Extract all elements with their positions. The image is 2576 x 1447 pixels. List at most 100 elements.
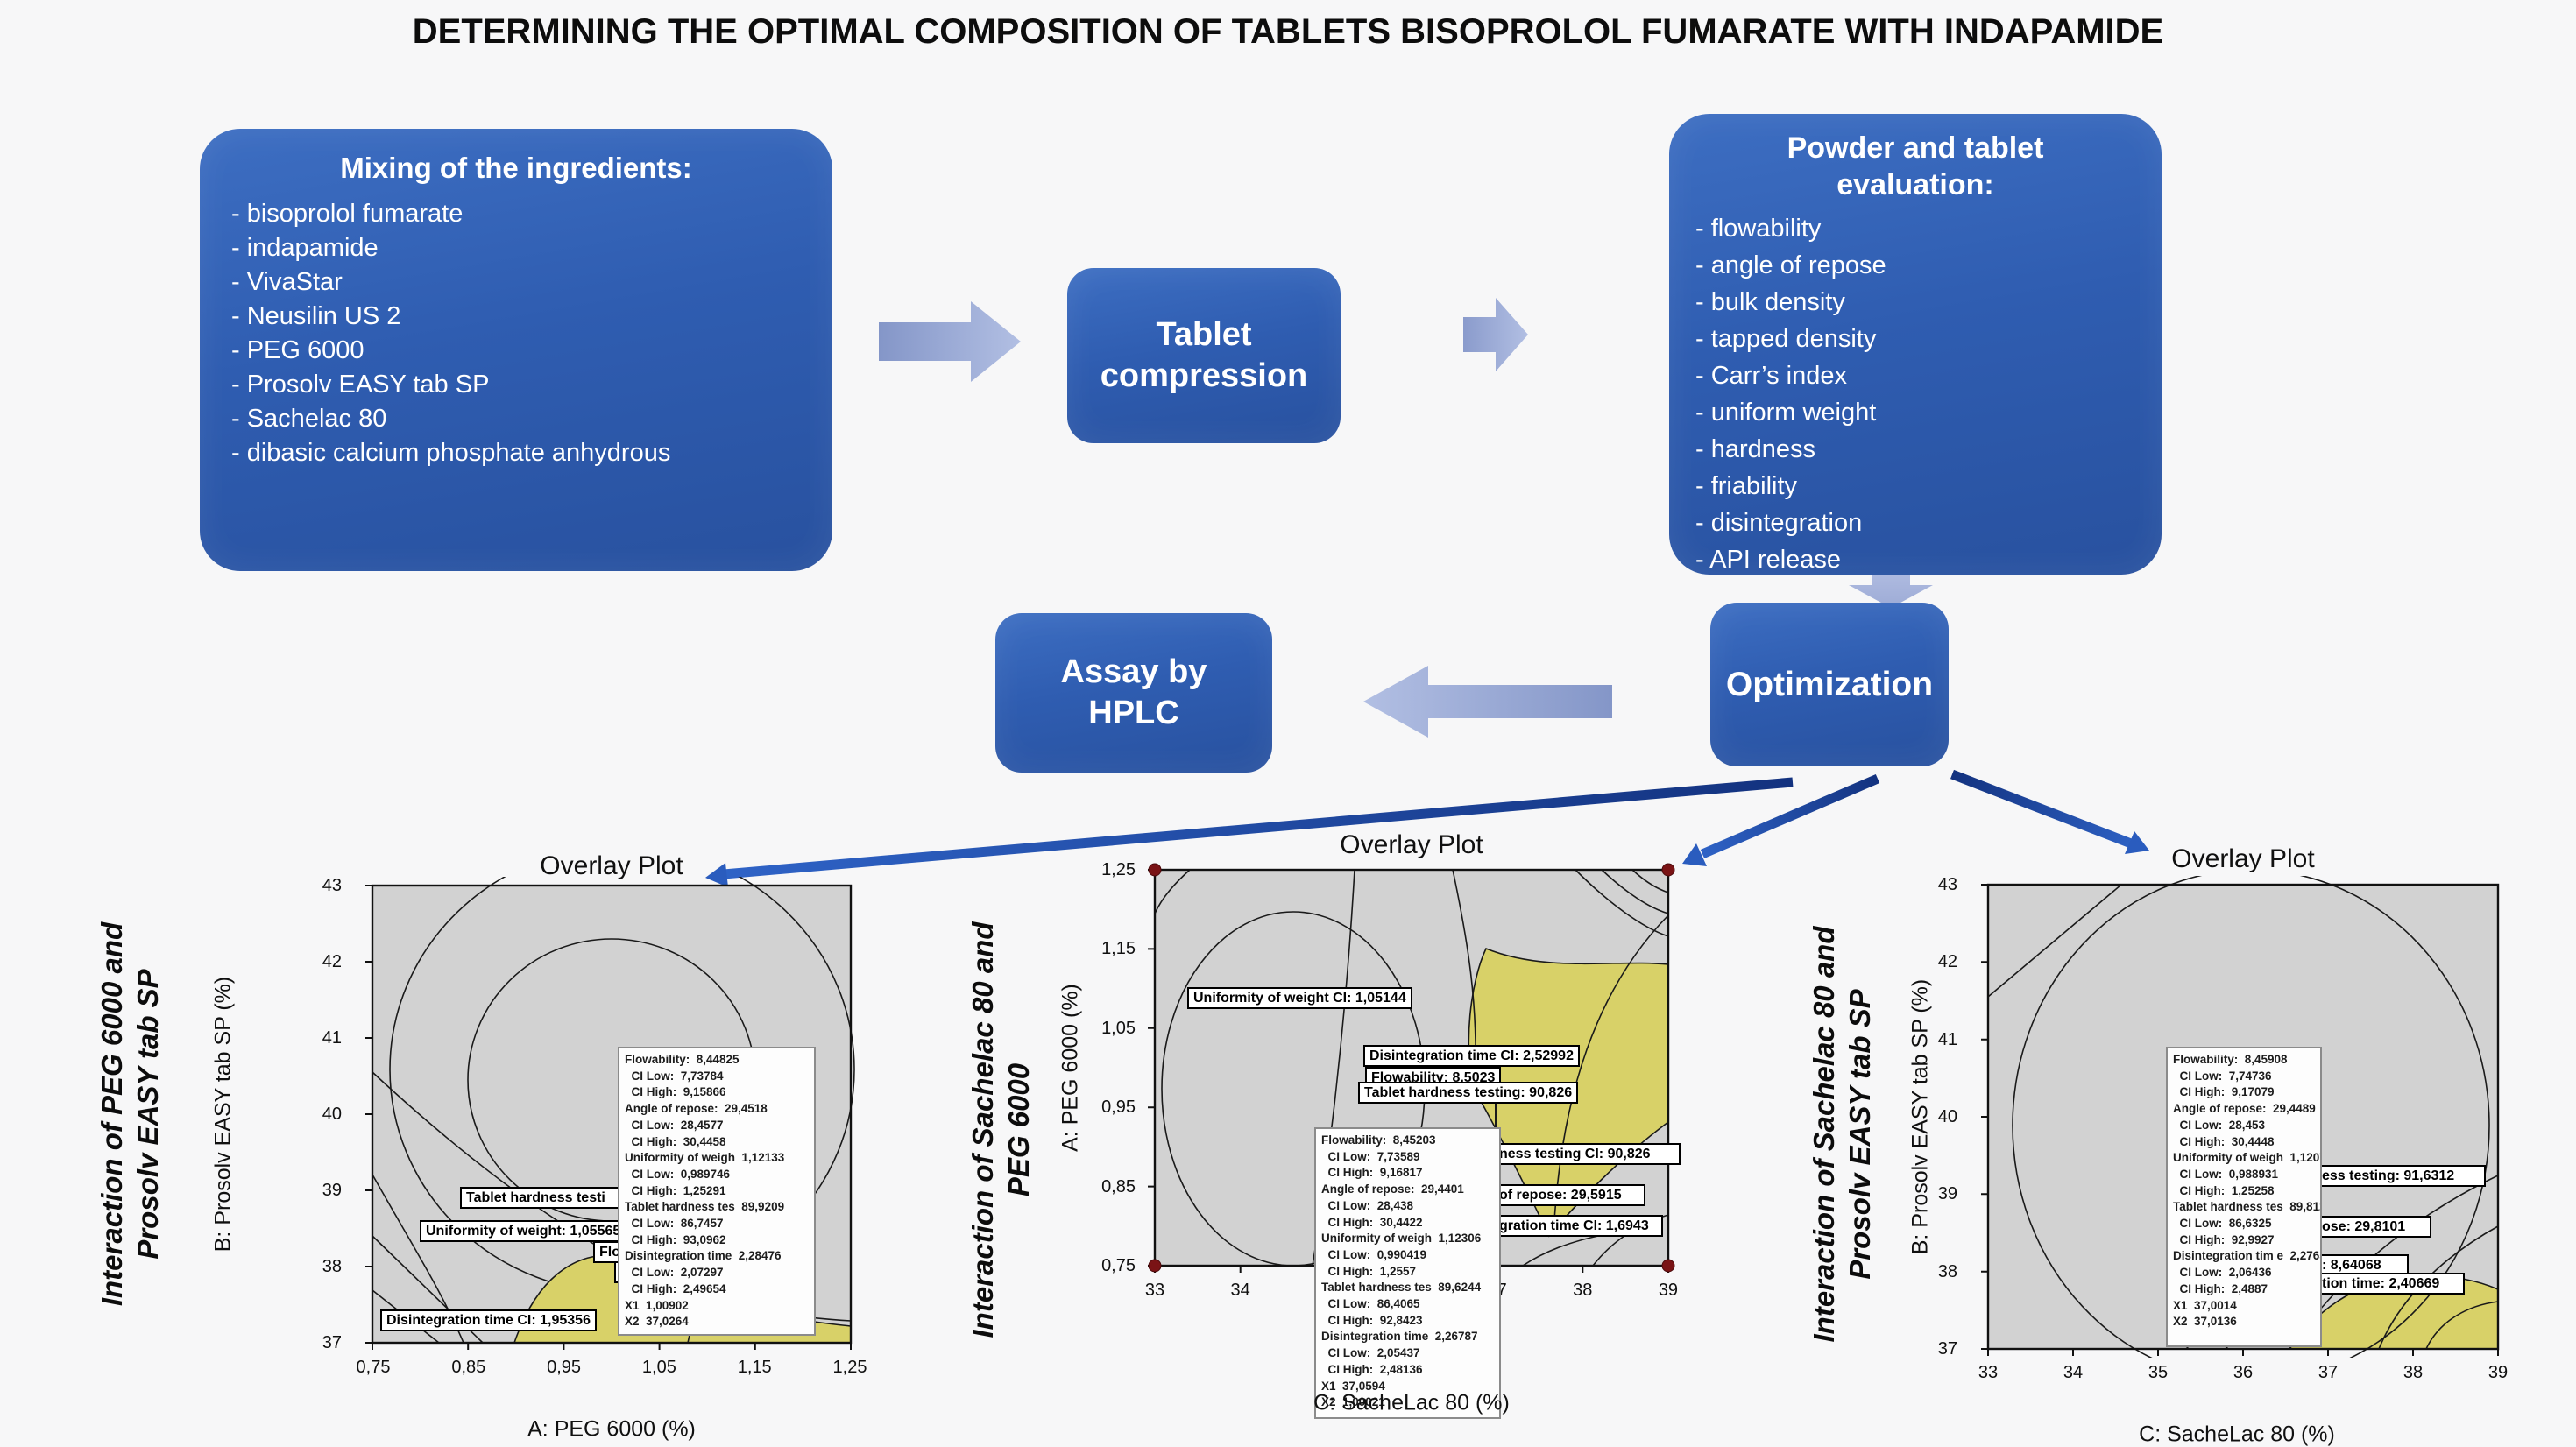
mixing-box-heading: Mixing of the ingredients:: [340, 152, 692, 184]
x-tick-label: 38: [2403, 1363, 2424, 1382]
list-item: - angle of repose: [1695, 251, 1886, 279]
x-tick-label: 33: [1144, 1281, 1165, 1300]
plot1-interaction-line1: Interaction of PEG 6000 and: [96, 921, 128, 1307]
mixing-box: Mixing of the ingredients: - bisoprolol …: [200, 129, 832, 571]
report-line: X2 1,00021: [1321, 1395, 1385, 1409]
report-line: CI High: 1,25291: [625, 1183, 726, 1197]
y-tick-label: 38: [1937, 1261, 1957, 1281]
optimization-box: Optimization: [1710, 603, 1949, 766]
report-line: CI Low: 28,4577: [625, 1118, 724, 1132]
report-line: Flowability: 8,45908: [2173, 1053, 2288, 1066]
contour-flag: of repose: 29,5915: [1493, 1184, 1645, 1206]
list-item: - Sachelac 80: [231, 405, 387, 433]
plot1-y-ticks: 43 42 41 40 39 38 37: [289, 876, 342, 1352]
report-line: CI Low: 86,7457: [625, 1217, 724, 1231]
plot2-y-axis-label: A: PEG 6000 (%): [1058, 984, 1083, 1152]
report-line: Uniformity of weigh 1,12075: [2173, 1151, 2322, 1165]
plot2-prediction-report: Flowability: 8,45203 CI Low: 7,73589 CI …: [1314, 1127, 1501, 1419]
report-line: Tablet hardness tes 89,8126: [2173, 1200, 2322, 1214]
contour-flag: tion time: 2,40669: [2316, 1273, 2465, 1295]
report-line: CI High: 93,0962: [625, 1232, 726, 1246]
y-tick-label: 38: [322, 1257, 342, 1276]
report-line: CI High: 30,4448: [2173, 1134, 2275, 1148]
y-tick-label: 37: [1937, 1338, 1957, 1359]
y-tick-label: 42: [1937, 952, 1957, 972]
evaluation-heading-line2: evaluation:: [1836, 168, 1994, 201]
report-line: X2 37,0264: [625, 1315, 689, 1329]
list-item: - uniform weight: [1695, 399, 1877, 427]
evaluation-tests-list: - flowability - angle of repose - bulk d…: [1669, 210, 2162, 578]
arrow-evaluation-to-optimization: [1849, 571, 1933, 608]
report-line: CI High: 1,2557: [1321, 1264, 1417, 1278]
y-tick-label: 39: [322, 1181, 342, 1200]
evaluation-box-heading: Powder and tablet evaluation:: [1669, 130, 2162, 203]
x-tick-label: 38: [1573, 1281, 1593, 1300]
y-tick-label: 40: [322, 1105, 342, 1124]
y-tick-label: 41: [322, 1028, 342, 1048]
report-line: Uniformity of weigh 1,12133: [625, 1151, 785, 1165]
y-tick-label: 1,05: [1101, 1018, 1136, 1038]
list-item: - Prosolv EASY tab SP: [231, 371, 490, 399]
x-tick-label: 0,85: [451, 1358, 486, 1377]
list-item: - VivaStar: [231, 268, 343, 296]
assay-hplc-box: Assay by HPLC: [995, 613, 1272, 773]
arrow-optimization-to-assay: [1363, 666, 1612, 738]
assay-label-line1: Assay by: [1060, 653, 1207, 690]
list-item: - tapped density: [1695, 325, 1877, 353]
plot1-canvas: Tablet hardness testi Uniformity of weig…: [365, 877, 855, 1350]
report-line: Tablet hardness tes 89,6244: [1321, 1281, 1482, 1295]
report-line: Disintegration time 2,26787: [1321, 1330, 1478, 1344]
plot3-y-axis-label: B: Prosolv EASY tab SP (%): [1907, 978, 1933, 1255]
report-line: CI Low: 2,06436: [2173, 1266, 2272, 1280]
arrow-optimization-to-plot1: [705, 777, 1794, 887]
tablet-compression-label-line2: compression: [1100, 357, 1308, 394]
y-tick-label: 43: [322, 876, 342, 895]
report-line: Angle of repose: 29,4489: [2173, 1102, 2316, 1116]
y-tick-label: 0,95: [1101, 1098, 1136, 1118]
y-tick-label: 43: [1937, 875, 1957, 894]
plot3-interaction-line1: Interaction of Sachelac 80 and: [1808, 926, 1840, 1343]
y-tick-label: 40: [1937, 1106, 1957, 1126]
report-line: CI High: 9,16817: [1321, 1166, 1423, 1180]
contour-flag: : 8,64068: [2316, 1254, 2409, 1276]
y-tick-label: 42: [322, 952, 342, 971]
plot3-x-axis-label: C: SacheLac 80 (%): [2139, 1422, 2335, 1447]
plot2-interaction-label: Interaction of Sachelac 80 and PEG 6000: [965, 922, 1037, 1338]
x-tick-label: 0,95: [547, 1358, 582, 1377]
report-line: CI Low: 7,73784: [625, 1069, 724, 1083]
list-item: - bisoprolol fumarate: [231, 200, 464, 228]
y-tick-label: 1,25: [1101, 860, 1136, 879]
report-line: CI Low: 86,4065: [1321, 1297, 1420, 1311]
contour-flag: Disintegration time CI: 1,95356: [380, 1309, 597, 1331]
plot2-x-axis-label: C: SacheLac 80 (%): [1313, 1390, 1510, 1415]
report-line: X2 37,0136: [2173, 1315, 2237, 1329]
arrow-mixing-to-compression: [879, 301, 1021, 382]
list-item: - API release: [1695, 546, 1842, 574]
report-line: CI Low: 7,73589: [1321, 1149, 1420, 1163]
x-tick-label: 36: [2233, 1363, 2254, 1382]
report-line: X1 37,0594: [1321, 1379, 1385, 1393]
plot1-x-axis-label: A: PEG 6000 (%): [527, 1416, 696, 1442]
x-tick-label: 1,15: [737, 1358, 772, 1377]
contour-flag: Uniformity of weight: 1,05565: [420, 1220, 627, 1242]
report-line: Tablet hardness tes 89,9209: [625, 1200, 785, 1214]
list-item: - friability: [1695, 472, 1798, 500]
report-line: Angle of repose: 29,4518: [625, 1102, 768, 1116]
y-tick-label: 37: [322, 1333, 342, 1352]
optimization-label: Optimization: [1725, 665, 1934, 703]
x-tick-label: 1,05: [641, 1358, 676, 1377]
x-tick-label: 39: [2488, 1363, 2509, 1382]
report-line: X1 37,0014: [2173, 1298, 2237, 1312]
plot3-prediction-report: Flowability: 8,45908 CI Low: 7,74736 CI …: [2166, 1047, 2322, 1347]
x-tick-label: 33: [1978, 1363, 1999, 1382]
x-tick-label: 39: [1658, 1281, 1679, 1300]
report-line: CI Low: 28,438: [1321, 1198, 1414, 1212]
arrow-compression-to-evaluation: [1463, 298, 1528, 371]
contour-flag: ose: 29,8101: [2316, 1216, 2431, 1238]
x-tick-label: 34: [2063, 1363, 2084, 1382]
list-item: - hardness: [1695, 435, 1816, 463]
report-line: CI Low: 28,453: [2173, 1118, 2266, 1132]
